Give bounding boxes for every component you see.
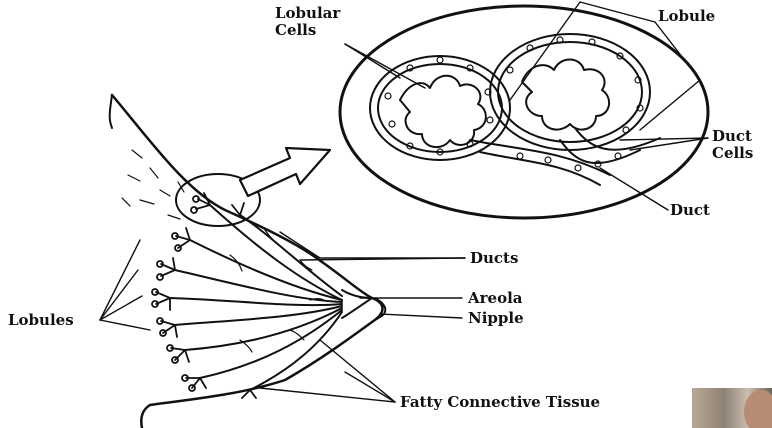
label-ducts: Ducts: [470, 250, 518, 267]
label-areola: Areola: [468, 290, 523, 307]
label-lobule: Lobule: [658, 8, 715, 25]
label-lobules: Lobules: [8, 312, 74, 329]
label-lobular-cells-line1: Lobular: [275, 5, 340, 22]
magnified-view-circle: [340, 6, 708, 218]
label-duct-cells-line2: Cells: [712, 145, 753, 162]
breast-outline: [112, 95, 383, 428]
label-fatty-connective-tissue: Fatty Connective Tissue: [400, 394, 600, 411]
label-duct: Duct: [670, 202, 710, 219]
video-presenter-thumbnail: [692, 388, 772, 428]
label-duct-cells: Duct Cells: [712, 128, 753, 162]
label-duct-cells-line1: Duct: [712, 128, 753, 145]
label-nipple: Nipple: [468, 310, 524, 327]
chest-wall-outline: [110, 95, 112, 128]
presenter-face: [744, 390, 772, 428]
label-lobular-cells: Lobular Cells: [275, 5, 340, 39]
label-lobular-cells-line2: Cells: [275, 22, 340, 39]
chest-wall-hatching: [122, 150, 184, 219]
zoom-arrow: [240, 148, 330, 196]
